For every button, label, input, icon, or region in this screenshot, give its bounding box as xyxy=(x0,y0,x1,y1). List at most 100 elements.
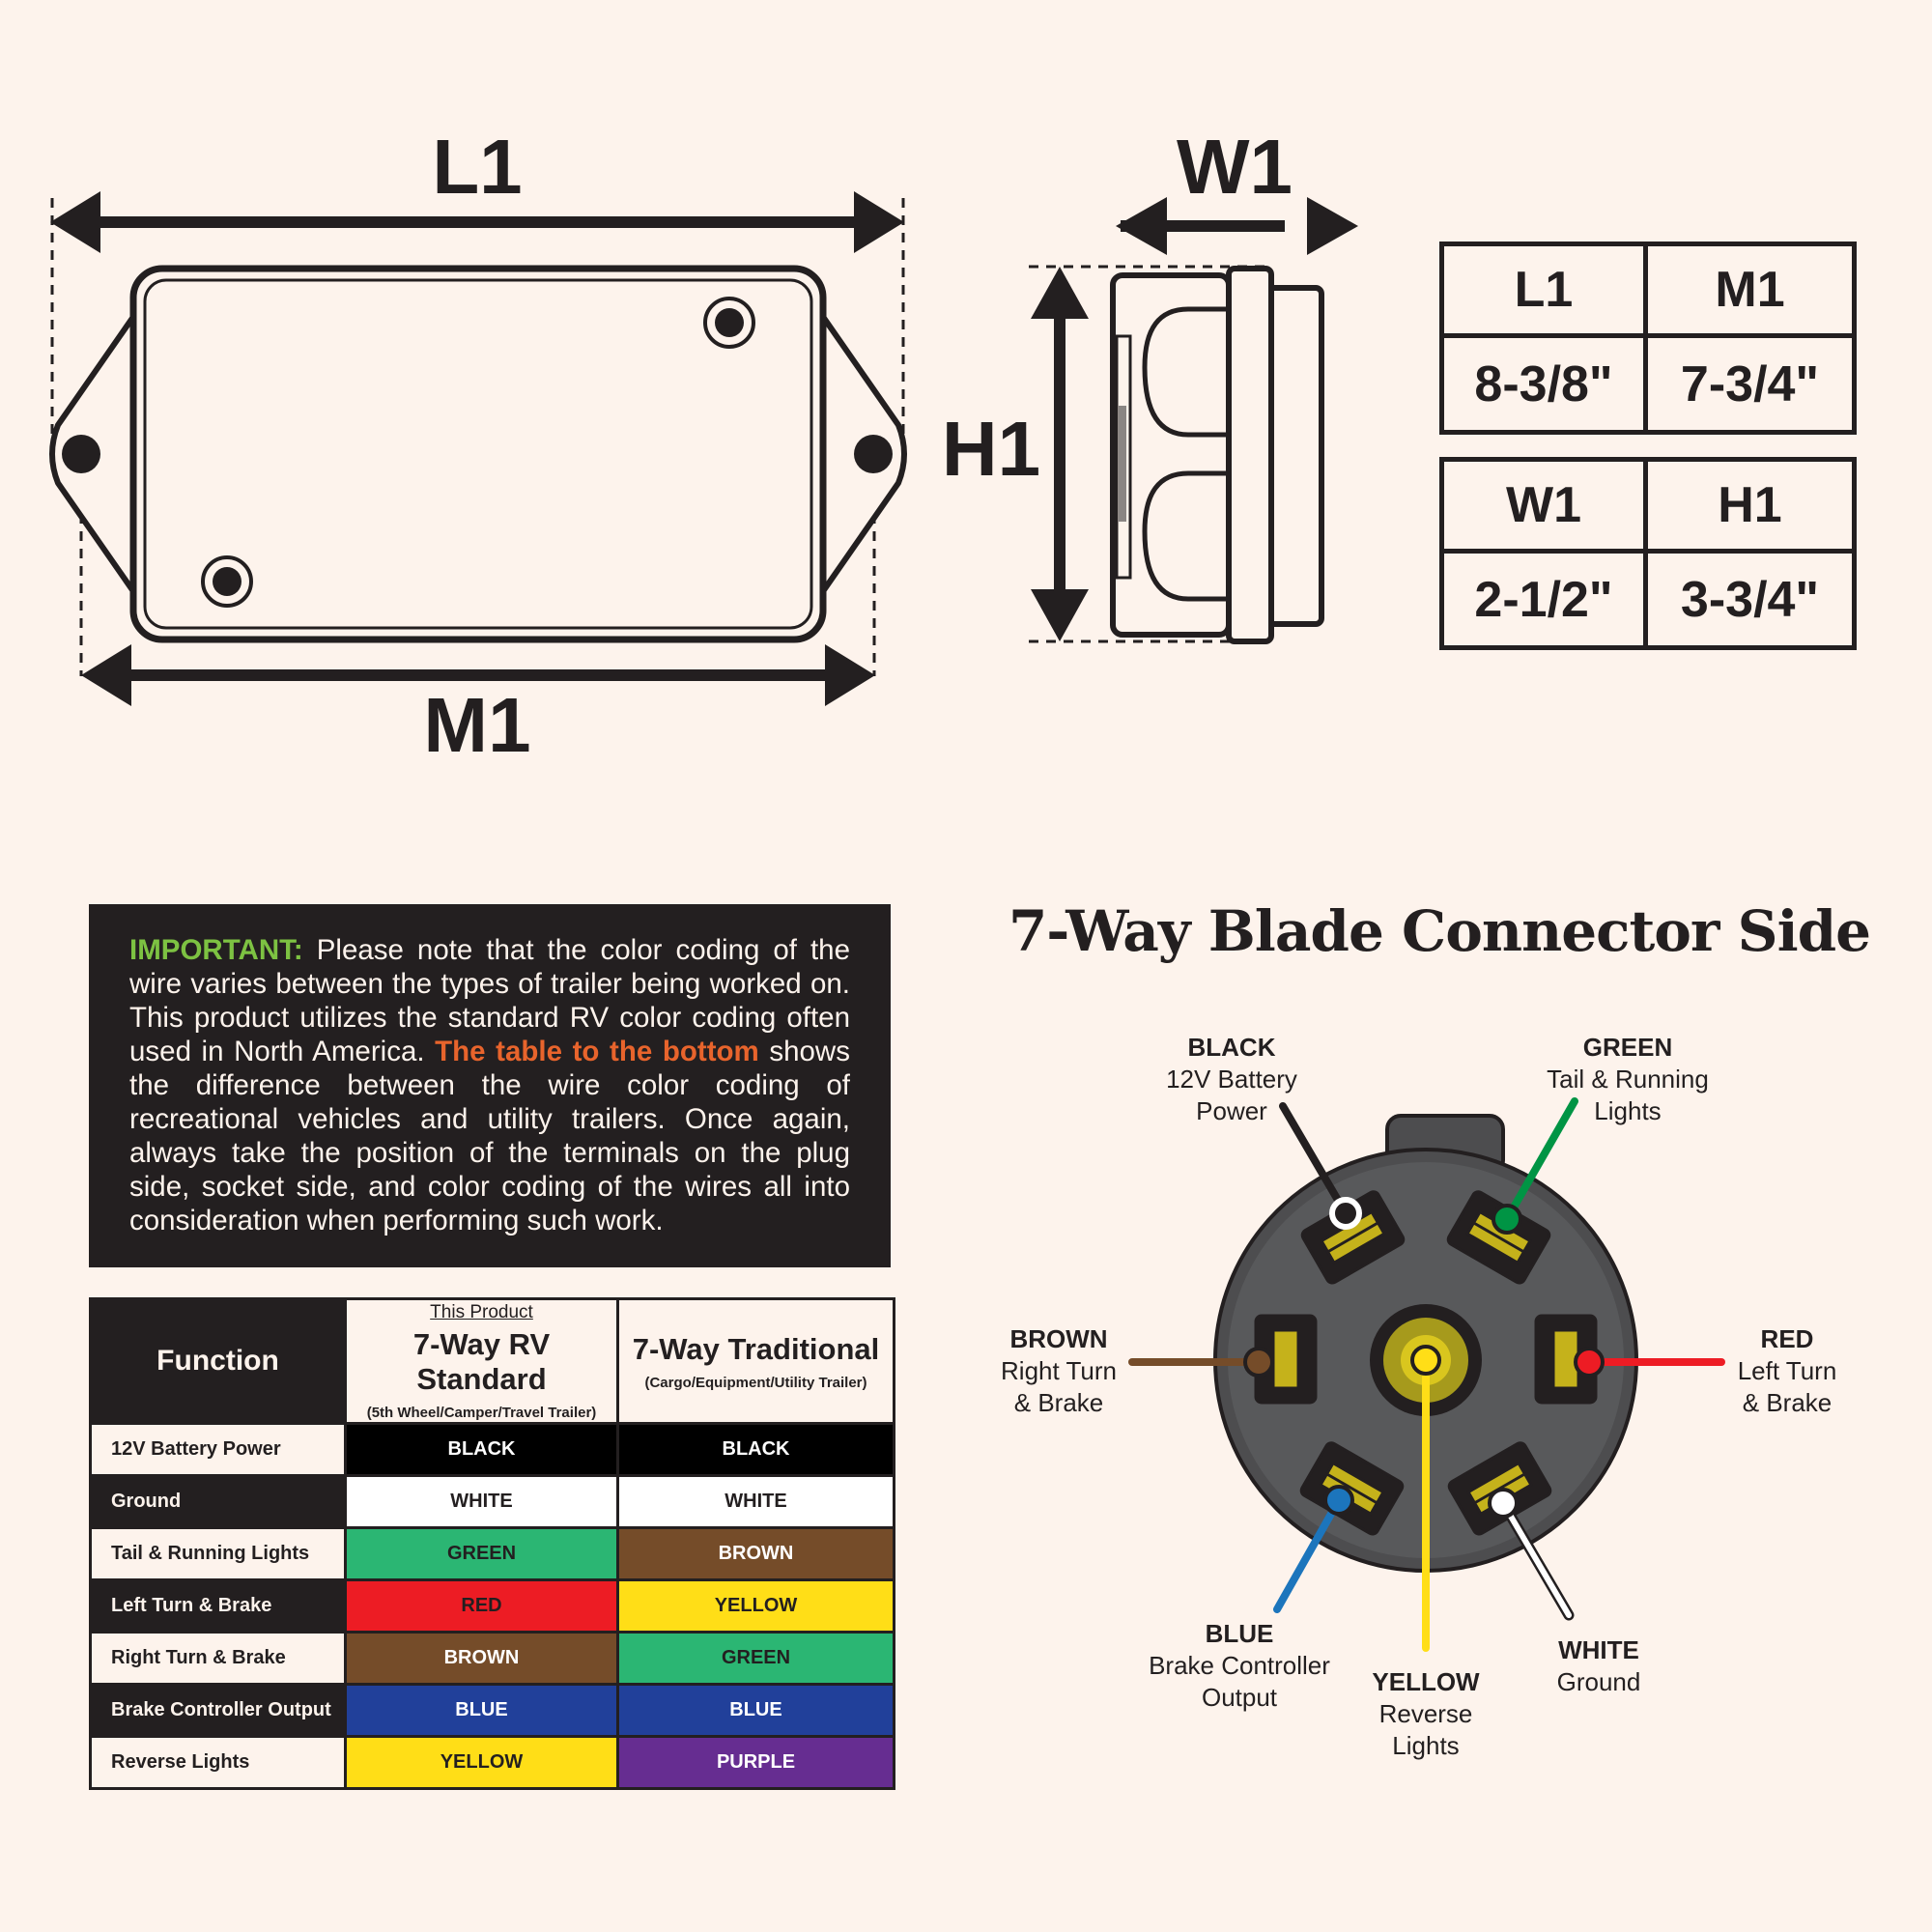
function-cell: Brake Controller Output xyxy=(89,1683,347,1738)
traditional-color-cell: YELLOW xyxy=(616,1578,895,1634)
rv-color-cell: YELLOW xyxy=(344,1735,619,1790)
dim-value: 3-3/4" xyxy=(1680,571,1820,628)
m1-arrow xyxy=(81,644,875,706)
traditional-header: 7-Way Traditional (Cargo/Equipment/Utili… xyxy=(616,1297,895,1425)
dim-header: H1 xyxy=(1648,462,1852,554)
pin-color: BROWN xyxy=(1009,1324,1108,1353)
pin-function: Ground xyxy=(1556,1667,1641,1696)
note-text: shows the difference between the wire co… xyxy=(129,1036,850,1236)
m1-label: M1 xyxy=(423,682,530,768)
pin-function: 12V Battery xyxy=(1166,1065,1297,1094)
function-cell: Left Turn & Brake xyxy=(89,1578,347,1634)
pin-function: Tail & Running xyxy=(1547,1065,1709,1094)
pin-function: Output xyxy=(1201,1683,1278,1712)
pin-label-red: RED Left Turn & Brake xyxy=(1710,1323,1864,1419)
pin-function: Lights xyxy=(1392,1731,1460,1760)
pin-color: YELLOW xyxy=(1372,1667,1480,1696)
function-cell: Right Turn & Brake xyxy=(89,1631,347,1686)
side-dimension-diagram: W1 H1 xyxy=(942,124,1358,644)
pin-color: BLACK xyxy=(1187,1033,1276,1062)
rv-standard-title: 7-Way RV Standard xyxy=(412,1326,551,1396)
dim-header: W1 xyxy=(1444,462,1648,554)
wire-white xyxy=(1500,1500,1572,1618)
l1-arrow xyxy=(50,191,904,253)
traditional-color-cell: WHITE xyxy=(616,1474,895,1529)
function-cell: Tail & Running Lights xyxy=(89,1526,347,1581)
l1-label: L1 xyxy=(432,124,522,210)
dim-header: M1 xyxy=(1648,246,1852,338)
function-header: Function xyxy=(89,1297,347,1425)
rv-color-cell: WHITE xyxy=(344,1474,619,1529)
note-text: Please note that the color coding of the… xyxy=(129,934,850,1067)
note-highlight: The table to the bottom xyxy=(435,1036,759,1067)
dimension-table-wh: W1 H1 2-1/2" 3-3/4" xyxy=(1439,457,1857,650)
rv-color-cell: GREEN xyxy=(344,1526,619,1581)
function-cell: 12V Battery Power xyxy=(89,1422,347,1477)
traditional-color-cell: BLACK xyxy=(616,1422,895,1477)
w1-arrow xyxy=(1116,197,1358,255)
pin-function: Reverse xyxy=(1378,1699,1473,1728)
rv-color-cell: RED xyxy=(344,1578,619,1634)
pin-label-black: BLACK 12V Battery Power xyxy=(1121,1032,1343,1127)
traditional-color-cell: GREEN xyxy=(616,1631,895,1686)
wire-black xyxy=(1279,1102,1350,1217)
rv-color-cell: BLUE xyxy=(344,1683,619,1738)
traditional-color-cell: BLUE xyxy=(616,1683,895,1738)
pin-function: Brake Controller xyxy=(1149,1651,1330,1680)
rv-color-cell: BLACK xyxy=(344,1422,619,1477)
dimension-table-lm: L1 M1 8-3/8" 7-3/4" xyxy=(1439,242,1857,435)
function-cell: Ground xyxy=(89,1474,347,1529)
h1-label: H1 xyxy=(942,406,1040,492)
traditional-color-cell: BROWN xyxy=(616,1526,895,1581)
important-label: IMPORTANT: xyxy=(129,934,303,966)
pin-red xyxy=(1574,1347,1605,1378)
connector-diagram xyxy=(1128,1097,1725,1652)
wire-green xyxy=(1503,1097,1578,1223)
pin-blue xyxy=(1323,1485,1354,1516)
box-dimension-diagram: L1 M1 xyxy=(49,124,907,768)
rv-standard-subtitle: (5th Wheel/Camper/Travel Trailer) xyxy=(366,1404,597,1421)
this-product-caption: This Product xyxy=(430,1301,533,1322)
pin-label-blue: BLUE Brake Controller Output xyxy=(1123,1618,1355,1714)
pin-green xyxy=(1492,1204,1522,1235)
pin-white xyxy=(1488,1488,1519,1519)
pin-label-green: GREEN Tail & Running Lights xyxy=(1512,1032,1744,1127)
pin-color: WHITE xyxy=(1558,1635,1639,1664)
pin-color: BLUE xyxy=(1205,1619,1274,1648)
pin-color: RED xyxy=(1760,1324,1814,1353)
pin-yellow xyxy=(1410,1345,1441,1376)
pin-label-white: WHITE Ground xyxy=(1507,1634,1690,1698)
w1-label: W1 xyxy=(1177,124,1293,210)
dim-value: 8-3/8" xyxy=(1444,338,1648,430)
pin-function: Left Turn xyxy=(1737,1356,1837,1385)
pin-function: Power xyxy=(1196,1096,1267,1125)
dim-value: 7-3/4" xyxy=(1680,355,1820,412)
pin-black xyxy=(1329,1197,1362,1230)
pin-function: & Brake xyxy=(1013,1388,1104,1417)
important-note: IMPORTANT: Please note that the color co… xyxy=(89,904,891,1267)
pin-label-brown: BROWN Right Turn & Brake xyxy=(981,1323,1136,1419)
connector-title: 7-Way Blade Connector Side xyxy=(1008,898,1871,964)
rv-color-cell: BROWN xyxy=(344,1631,619,1686)
traditional-title: 7-Way Traditional xyxy=(632,1331,880,1366)
pin-label-yellow: YELLOW Reverse Lights xyxy=(1323,1666,1528,1762)
pin-function: & Brake xyxy=(1742,1388,1833,1417)
traditional-subtitle: (Cargo/Equipment/Utility Trailer) xyxy=(644,1374,867,1391)
wire-color-table: Function This Product 7-Way RV Standard … xyxy=(89,1297,895,1790)
rv-standard-header: This Product 7-Way RV Standard (5th Whee… xyxy=(344,1297,619,1425)
pin-brown xyxy=(1243,1347,1274,1378)
h1-arrow xyxy=(1031,267,1089,641)
pin-function: Right Turn xyxy=(1001,1356,1117,1385)
traditional-color-cell: PURPLE xyxy=(616,1735,895,1790)
function-cell: Reverse Lights xyxy=(89,1735,347,1790)
pin-function: Lights xyxy=(1594,1096,1662,1125)
dim-value: 2-1/2" xyxy=(1444,554,1648,645)
pin-color: GREEN xyxy=(1582,1033,1673,1062)
